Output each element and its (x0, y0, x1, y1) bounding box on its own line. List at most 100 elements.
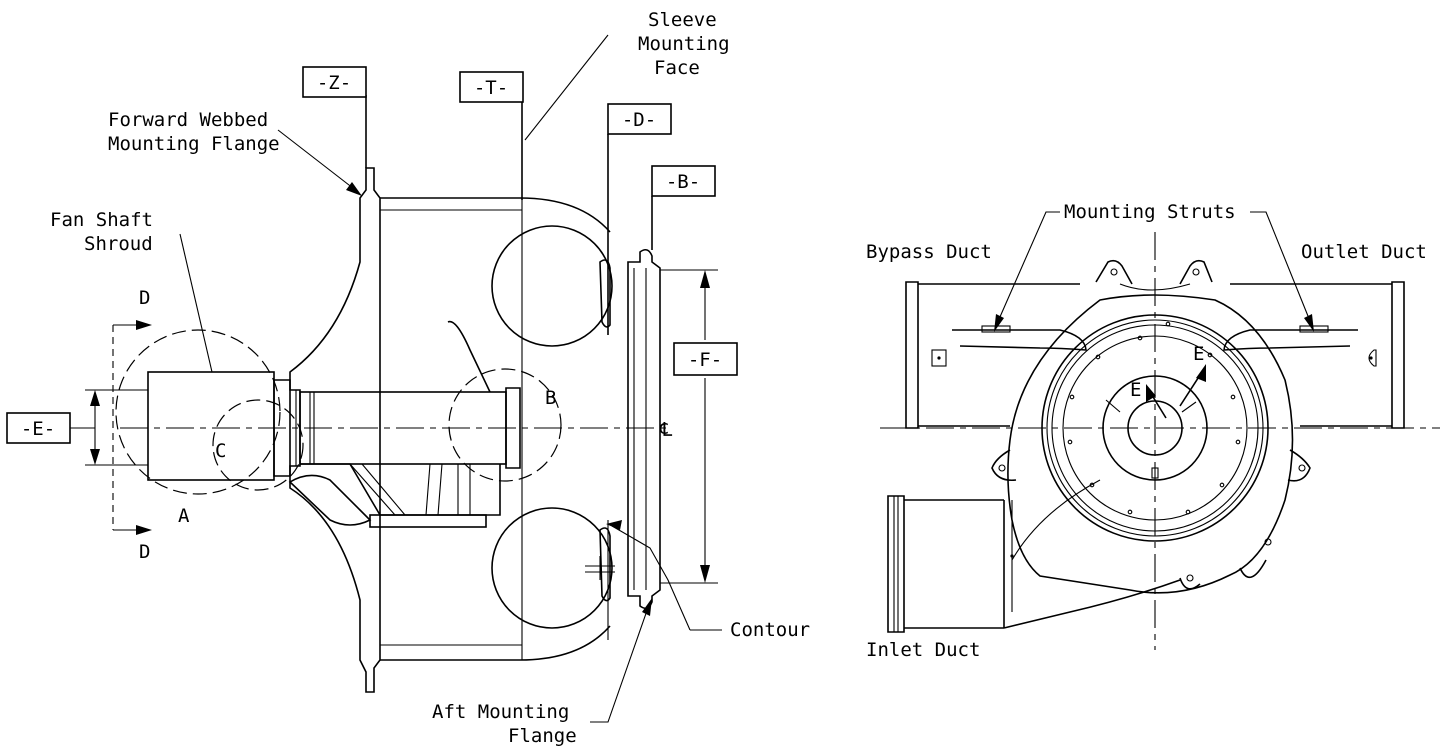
label-aft-2: Flange (508, 725, 577, 747)
lug-left-hole (998, 464, 1006, 472)
lug-right (1287, 449, 1311, 482)
inlet-duct-dot (1010, 554, 1014, 558)
detail-circle-c (212, 399, 304, 491)
section-letter-d-bottom: D (139, 541, 150, 563)
lug-left (991, 449, 1017, 482)
volute-top (491, 225, 613, 347)
label-outlet-duct: Outlet Duct (1301, 241, 1427, 263)
datum-box-e (6, 412, 71, 444)
label-sleeve-3: Face (654, 57, 700, 79)
hub-slot-right (1181, 401, 1197, 413)
lug-top-right (1179, 259, 1213, 285)
lug-top-web (1119, 283, 1191, 291)
ring-inner (1102, 375, 1208, 481)
sleeve-leader (524, 34, 609, 141)
label-aft-1: Aft Mounting (432, 701, 569, 723)
aft-flange-leader (590, 601, 651, 723)
section-letter-e-left: E (1130, 379, 1141, 401)
bolt-hole (1235, 439, 1241, 445)
datum-box-f (673, 342, 738, 376)
label-fwd-1: Forward Webbed (108, 109, 268, 131)
f-dim-arrow-bottom (700, 565, 710, 583)
contour-arrow (606, 520, 622, 530)
shaft-end-cap (505, 387, 521, 469)
struts-leader-left (995, 211, 1060, 327)
detail-circle-b (448, 368, 562, 482)
e-arrow-left (1146, 384, 1156, 402)
bypass-duct-port (931, 349, 947, 367)
datum-box-b (651, 165, 716, 197)
front-view: E E Mounting Struts Bypass Duct Outlet D… (866, 201, 1440, 661)
label-mounting-struts: Mounting Struts (1064, 201, 1236, 223)
section-letter-a: A (178, 505, 190, 527)
section-letter-e-right: E (1193, 343, 1204, 365)
bolt-hole (1095, 354, 1101, 360)
datum-box-t (459, 71, 524, 103)
datum-t: -T- (474, 77, 508, 99)
detail-circle-a (115, 329, 281, 495)
ring-bolt (1062, 335, 1248, 521)
datum-box-z (302, 66, 367, 98)
lug-top-right-hole (1192, 268, 1200, 276)
datum-f: -F- (688, 349, 722, 371)
front-housing-outer (1007, 294, 1294, 594)
impeller-base (369, 514, 487, 528)
ring-outer-3 (1051, 324, 1259, 532)
contour-leader (611, 525, 691, 631)
strut-right (1223, 329, 1358, 351)
bolt-hole (1069, 394, 1075, 400)
lug-right-hole (1298, 464, 1306, 472)
outlet-duct-port (1368, 349, 1377, 367)
fwd-flange-arrow (346, 182, 362, 196)
hub-slot-left (1105, 399, 1121, 413)
section-letter-d-top: D (139, 287, 150, 309)
bolt-hole (1127, 509, 1133, 515)
fan-shroud-leader (179, 233, 213, 373)
struts-arrow-right (1304, 314, 1314, 332)
lug-top-left-hole (1110, 268, 1118, 276)
label-inlet-duct: Inlet Duct (866, 639, 980, 661)
label-fwd-2: Mounting Flange (108, 133, 280, 155)
datum-z: -Z- (317, 72, 351, 94)
bolt-hole (1230, 394, 1236, 400)
f-dim-arrow-top (700, 270, 710, 288)
housing-outer-bottom (380, 625, 611, 661)
lug-bottom-right (1239, 559, 1267, 578)
blade-2 (361, 463, 406, 516)
bolt-hole (1165, 321, 1171, 327)
bypass-duct-dot (937, 356, 941, 360)
impeller-hub-fin (447, 320, 491, 393)
strut-left (952, 329, 1087, 351)
volute-bottom (491, 507, 613, 629)
outlet-duct-dot (1369, 356, 1373, 360)
label-sleeve-2: Mounting (638, 33, 730, 55)
housing-outer-top (380, 197, 611, 233)
label-contour: Contour (730, 619, 810, 641)
struts-arrow-left (994, 314, 1004, 332)
section-letter-b: B (545, 387, 556, 409)
inlet-duct-flange (887, 495, 905, 633)
scroll-sweep (1011, 479, 1101, 561)
datum-b: -B- (666, 171, 700, 193)
e-dim-arrow-bottom (90, 449, 100, 465)
forward-flange (289, 167, 381, 693)
section-d-arrow-bottom (136, 525, 152, 535)
e-dim-arrow-top (90, 390, 100, 406)
lug-bottom (1179, 577, 1201, 590)
datum-e: -E- (21, 418, 55, 440)
fwd-flange-leader (277, 129, 359, 193)
aft-flange (627, 248, 661, 610)
centerline-symbol: ℄ (659, 419, 673, 441)
blade-4 (437, 463, 443, 516)
label-bypass-duct: Bypass Duct (866, 241, 992, 263)
hub-key (1151, 467, 1159, 479)
blade-1 (349, 463, 396, 516)
ring-outer (1041, 314, 1269, 542)
fan-shaft-shroud (147, 371, 275, 481)
bypass-duct (905, 281, 919, 429)
blade-3 (425, 463, 431, 516)
e-arrow-right (1196, 364, 1206, 382)
struts-leader-right (1250, 211, 1313, 327)
aft-flange-arrow (642, 598, 652, 616)
